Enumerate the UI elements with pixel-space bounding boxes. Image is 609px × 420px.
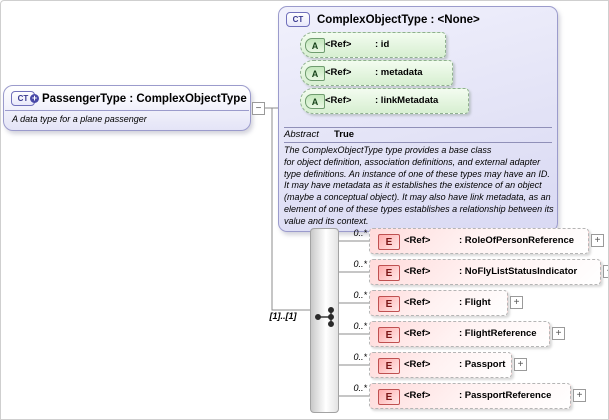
title-separator <box>5 110 249 111</box>
complex-type-plus-icon: CT + <box>11 91 39 106</box>
occurs-label: 0..* <box>353 228 367 238</box>
element-Passport[interactable]: E <Ref> : Passport <box>369 352 512 378</box>
element-ref: <Ref> <box>404 266 431 277</box>
attribute-ref: <Ref> <box>325 95 352 106</box>
attribute-linkMetadata[interactable]: A <Ref> : linkMetadata <box>300 88 469 114</box>
attribute-metadata[interactable]: A <Ref> : metadata <box>300 60 453 86</box>
element-RoleOfPersonReference[interactable]: E <Ref> : RoleOfPersonReference <box>369 228 589 254</box>
derivation-plus-icon: + <box>30 93 39 103</box>
element-icon: E <box>378 327 400 343</box>
element-icon: E <box>378 265 400 281</box>
complex-type-icon-label: CT <box>292 15 304 24</box>
element-name: : NoFlyListStatusIndicator <box>459 266 578 277</box>
element-icon: E <box>378 358 400 374</box>
expand-icon[interactable]: + <box>552 327 565 340</box>
passenger-type-description: A data type for a plane passenger <box>12 114 147 124</box>
abstract-label: Abstract <box>284 129 319 140</box>
complex-object-type-title: ComplexObjectType : <None> <box>317 13 480 26</box>
attribute-id[interactable]: A <Ref> : id <box>300 32 446 58</box>
attribute-ref: <Ref> <box>325 67 352 78</box>
passenger-type-title: PassengerType : ComplexObjectType <box>42 92 247 105</box>
attribute-icon: A <box>305 66 325 81</box>
element-name: : RoleOfPersonReference <box>459 235 575 246</box>
collapse-icon[interactable]: − <box>252 102 265 115</box>
element-icon: E <box>378 296 400 312</box>
sequence-icon <box>315 307 334 327</box>
element-ref: <Ref> <box>404 328 431 339</box>
element-name: : FlightReference <box>459 328 537 339</box>
type-documentation: The ComplexObjectType type provides a ba… <box>284 145 554 226</box>
attribute-icon: A <box>305 38 325 53</box>
element-name: : Passport <box>459 359 506 370</box>
occurs-label: 0..* <box>353 352 367 362</box>
expand-icon[interactable]: + <box>603 265 608 278</box>
passenger-type-box[interactable]: CT + PassengerType : ComplexObjectType A… <box>3 85 251 131</box>
complex-object-type-header: CT ComplexObjectType : <None> <box>279 7 557 30</box>
element-FlightReference[interactable]: E <Ref> : FlightReference <box>369 321 550 347</box>
element-ref: <Ref> <box>404 359 431 370</box>
element-PassportReference[interactable]: E <Ref> : PassportReference <box>369 383 571 409</box>
element-ref: <Ref> <box>404 235 431 246</box>
element-ref: <Ref> <box>404 297 431 308</box>
sequence-compositor-bar[interactable] <box>310 228 339 413</box>
complex-type-icon-label: CT <box>17 94 29 103</box>
element-Flight[interactable]: E <Ref> : Flight <box>369 290 508 316</box>
expand-icon[interactable]: + <box>573 389 586 402</box>
element-icon: E <box>378 389 400 405</box>
expand-icon[interactable]: + <box>591 234 604 247</box>
element-ref: <Ref> <box>404 390 431 401</box>
element-name: : PassportReference <box>459 390 552 401</box>
expand-icon[interactable]: + <box>514 358 527 371</box>
expand-icon[interactable]: + <box>510 296 523 309</box>
element-icon: E <box>378 234 400 250</box>
complex-type-icon: CT <box>286 12 310 27</box>
occurs-label: 0..* <box>353 290 367 300</box>
occurs-label: 0..* <box>353 383 367 393</box>
element-name: : Flight <box>459 297 491 308</box>
passenger-type-header: CT + PassengerType : ComplexObjectType <box>4 86 250 109</box>
attribute-icon: A <box>305 94 325 109</box>
attribute-name: : id <box>375 39 390 50</box>
cardinality-label: [1]..[1] <box>269 311 297 321</box>
abstract-separator-top <box>284 127 552 128</box>
attribute-name: : linkMetadata <box>375 95 439 106</box>
abstract-value: True <box>334 129 355 140</box>
occurs-label: 0..* <box>353 321 367 331</box>
attribute-ref: <Ref> <box>325 39 352 50</box>
occurs-label: 0..* <box>353 259 367 269</box>
element-NoFlyListStatusIndicator[interactable]: E <Ref> : NoFlyListStatusIndicator <box>369 259 601 285</box>
abstract-separator-bottom <box>284 142 552 143</box>
attribute-name: : metadata <box>375 67 423 78</box>
